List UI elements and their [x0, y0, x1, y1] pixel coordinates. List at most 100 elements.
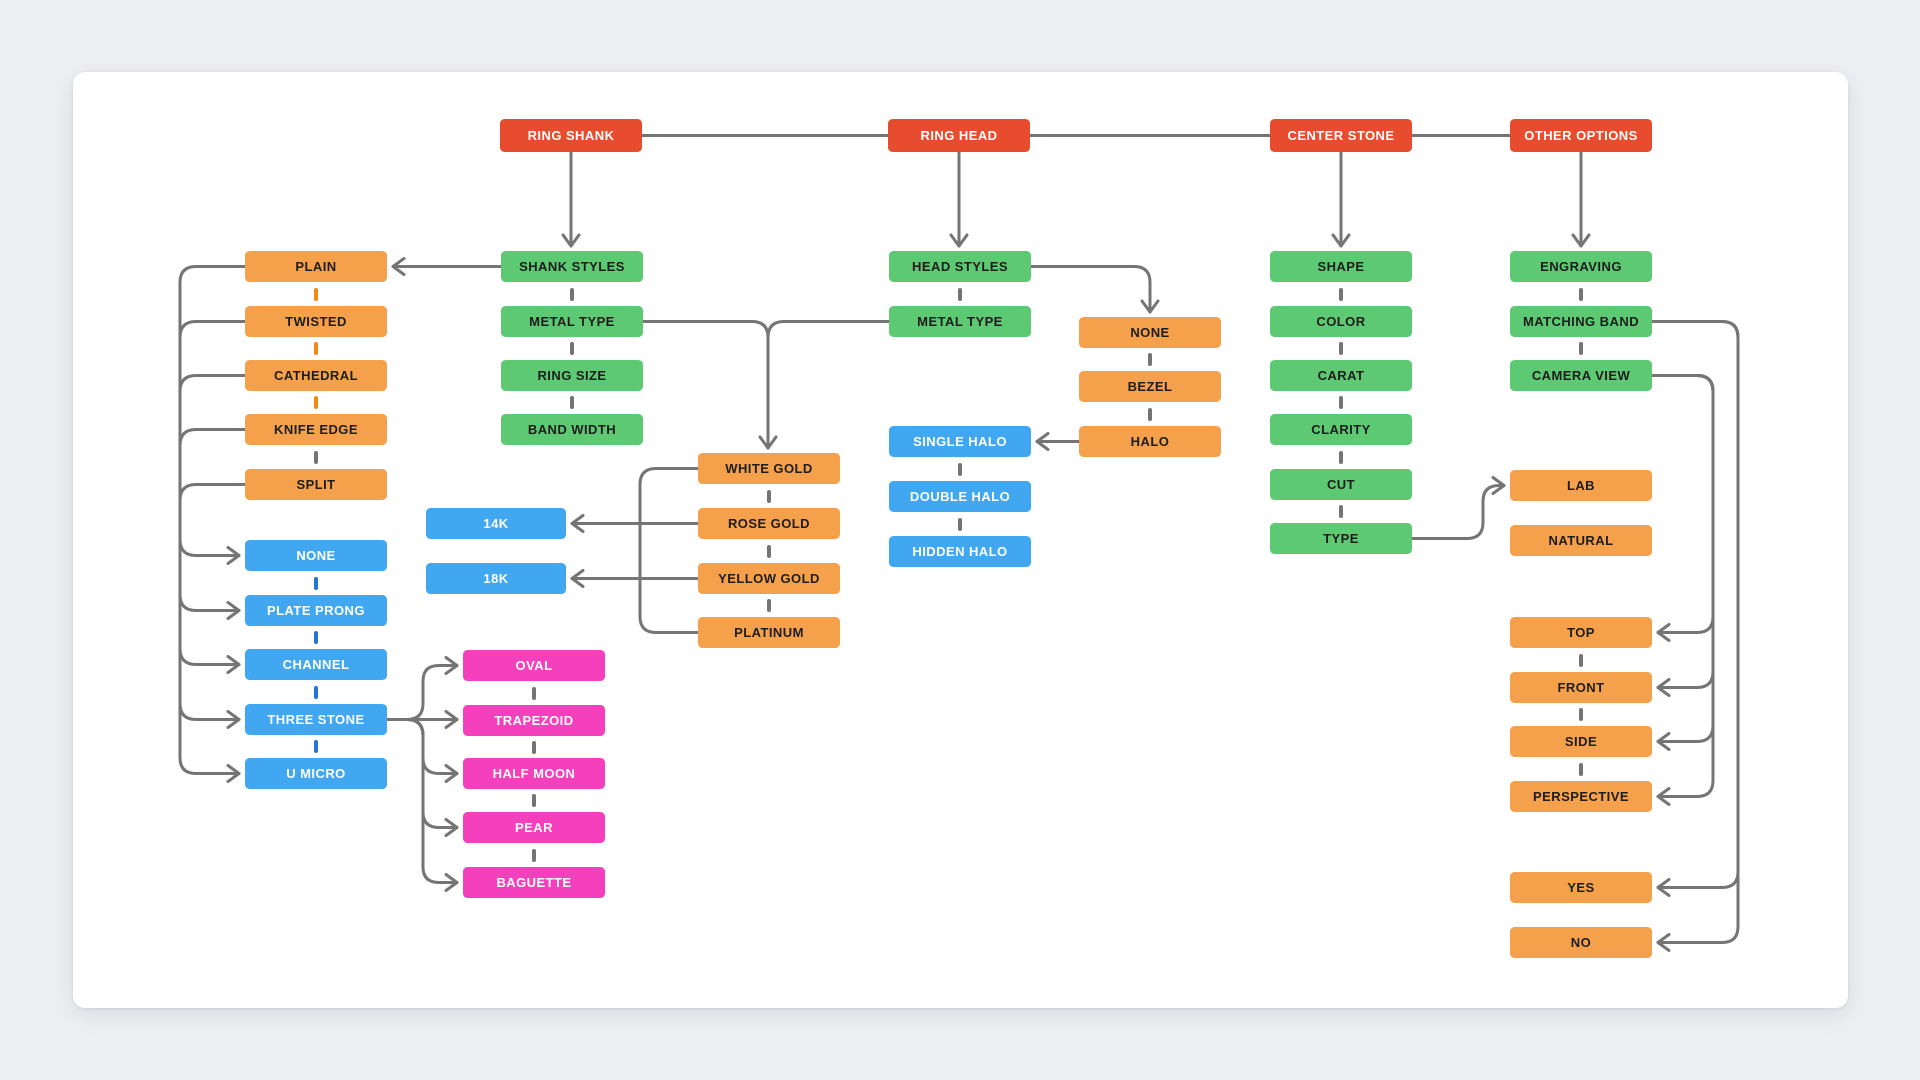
- node-label: MATCHING BAND: [1522, 314, 1640, 329]
- node-label: HALF MOON: [492, 766, 576, 781]
- node-label: SHAPE: [1317, 259, 1365, 274]
- edge-head-styles-to-none-head: [1029, 265, 1152, 314]
- node-type[interactable]: TYPE: [1270, 523, 1412, 554]
- node-plate-prong[interactable]: PLATE PRONG: [245, 595, 387, 626]
- node-hidden-halo[interactable]: HIDDEN HALO: [889, 536, 1031, 567]
- node-center-stone[interactable]: CENTER STONE: [1270, 119, 1412, 152]
- chain-tick: [958, 462, 962, 476]
- arrowhead-perspective: [1656, 787, 1671, 806]
- node-side[interactable]: SIDE: [1510, 726, 1652, 757]
- node-cut[interactable]: CUT: [1270, 469, 1412, 500]
- arrowhead-side: [1656, 732, 1671, 751]
- node-clarity[interactable]: CLARITY: [1270, 414, 1412, 445]
- node-shape[interactable]: SHAPE: [1270, 251, 1412, 282]
- node-channel[interactable]: CHANNEL: [245, 649, 387, 680]
- node-pear[interactable]: PEAR: [463, 812, 605, 843]
- chain-tick: [314, 287, 318, 301]
- node-label: CLARITY: [1311, 422, 1371, 437]
- edge-platinum-to-metal-rail: [638, 615, 700, 634]
- arrowhead-half-moon: [444, 764, 459, 783]
- node-14k[interactable]: 14K: [426, 508, 566, 539]
- node-label: LAB: [1566, 478, 1596, 493]
- node-split[interactable]: SPLIT: [245, 469, 387, 500]
- node-no[interactable]: NO: [1510, 927, 1652, 958]
- arrowhead-oval: [444, 656, 459, 675]
- node-lab[interactable]: LAB: [1510, 470, 1652, 501]
- node-other-options[interactable]: OTHER OPTIONS: [1510, 119, 1652, 152]
- chain-tick: [767, 489, 771, 503]
- node-top[interactable]: TOP: [1510, 617, 1652, 648]
- node-u-micro[interactable]: U MICRO: [245, 758, 387, 789]
- node-none-setting[interactable]: NONE: [245, 540, 387, 571]
- node-label: BAGUETTE: [496, 875, 572, 890]
- node-color[interactable]: COLOR: [1270, 306, 1412, 337]
- node-double-halo[interactable]: DOUBLE HALO: [889, 481, 1031, 512]
- chain-tick: [314, 740, 318, 753]
- node-shank-styles[interactable]: SHANK STYLES: [501, 251, 643, 282]
- node-front[interactable]: FRONT: [1510, 672, 1652, 703]
- chain-tick: [314, 685, 318, 699]
- node-ring-shank[interactable]: RING SHANK: [500, 119, 642, 152]
- chain-tick: [1579, 653, 1583, 667]
- node-baguette[interactable]: BAGUETTE: [463, 867, 605, 898]
- node-cathedral[interactable]: CATHEDRAL: [245, 360, 387, 391]
- node-label: CHANNEL: [282, 657, 350, 672]
- node-head-styles[interactable]: HEAD STYLES: [889, 251, 1031, 282]
- arrowhead-baguette: [444, 873, 459, 892]
- node-engraving[interactable]: ENGRAVING: [1510, 251, 1652, 282]
- node-none-head[interactable]: NONE: [1079, 317, 1221, 348]
- node-trapezoid[interactable]: TRAPEZOID: [463, 705, 605, 736]
- chain-tick: [1339, 287, 1343, 301]
- node-platinum[interactable]: PLATINUM: [698, 617, 840, 648]
- node-three-stone[interactable]: THREE STONE: [245, 704, 387, 735]
- node-rose-gold[interactable]: ROSE GOLD: [698, 508, 840, 539]
- node-label: U MICRO: [286, 766, 346, 781]
- node-metal-type-head[interactable]: METAL TYPE: [889, 306, 1031, 337]
- node-bezel[interactable]: BEZEL: [1079, 371, 1221, 402]
- chain-tick: [1579, 762, 1583, 776]
- node-label: YES: [1567, 880, 1595, 895]
- chain-tick: [1579, 342, 1583, 355]
- node-label: THREE STONE: [267, 712, 365, 727]
- arrowhead-plate-prong: [226, 601, 241, 620]
- node-single-halo[interactable]: SINGLE HALO: [889, 426, 1031, 457]
- node-natural[interactable]: NATURAL: [1510, 525, 1652, 556]
- node-label: METAL TYPE: [917, 314, 1003, 329]
- node-label: CARAT: [1317, 368, 1365, 383]
- chain-tick: [1579, 287, 1583, 301]
- node-18k[interactable]: 18K: [426, 563, 566, 594]
- node-label: NATURAL: [1548, 533, 1614, 548]
- arrowhead-top: [1656, 623, 1671, 642]
- node-yellow-gold[interactable]: YELLOW GOLD: [698, 563, 840, 594]
- node-label: YELLOW GOLD: [718, 571, 820, 586]
- node-yes[interactable]: YES: [1510, 872, 1652, 903]
- node-plain[interactable]: PLAIN: [245, 251, 387, 282]
- arrowhead-channel: [226, 655, 241, 674]
- node-oval[interactable]: OVAL: [463, 650, 605, 681]
- node-camera-view[interactable]: CAMERA VIEW: [1510, 360, 1652, 391]
- node-metal-type-shank[interactable]: METAL TYPE: [501, 306, 643, 337]
- node-label: 14K: [483, 516, 509, 531]
- node-twisted[interactable]: TWISTED: [245, 306, 387, 337]
- node-label: WHITE GOLD: [725, 461, 813, 476]
- arrowhead-18k: [570, 569, 585, 588]
- node-halo[interactable]: HALO: [1079, 426, 1221, 457]
- node-perspective[interactable]: PERSPECTIVE: [1510, 781, 1652, 812]
- node-half-moon[interactable]: HALF MOON: [463, 758, 605, 789]
- edge-knife-edge-to-three-stone: [178, 428, 247, 721]
- node-label: FRONT: [1557, 680, 1605, 695]
- node-white-gold[interactable]: WHITE GOLD: [698, 453, 840, 484]
- node-ring-size[interactable]: RING SIZE: [501, 360, 643, 391]
- node-label: HEAD STYLES: [912, 259, 1008, 274]
- node-matching-band[interactable]: MATCHING BAND: [1510, 306, 1652, 337]
- node-band-width[interactable]: BAND WIDTH: [501, 414, 643, 445]
- node-carat[interactable]: CARAT: [1270, 360, 1412, 391]
- node-label: PEAR: [515, 820, 553, 835]
- node-ring-head[interactable]: RING HEAD: [888, 119, 1030, 152]
- node-label: CENTER STONE: [1287, 128, 1395, 143]
- edge-three-stone-to-baguette: [385, 718, 459, 884]
- node-label: COLOR: [1316, 314, 1366, 329]
- node-knife-edge[interactable]: KNIFE EDGE: [245, 414, 387, 445]
